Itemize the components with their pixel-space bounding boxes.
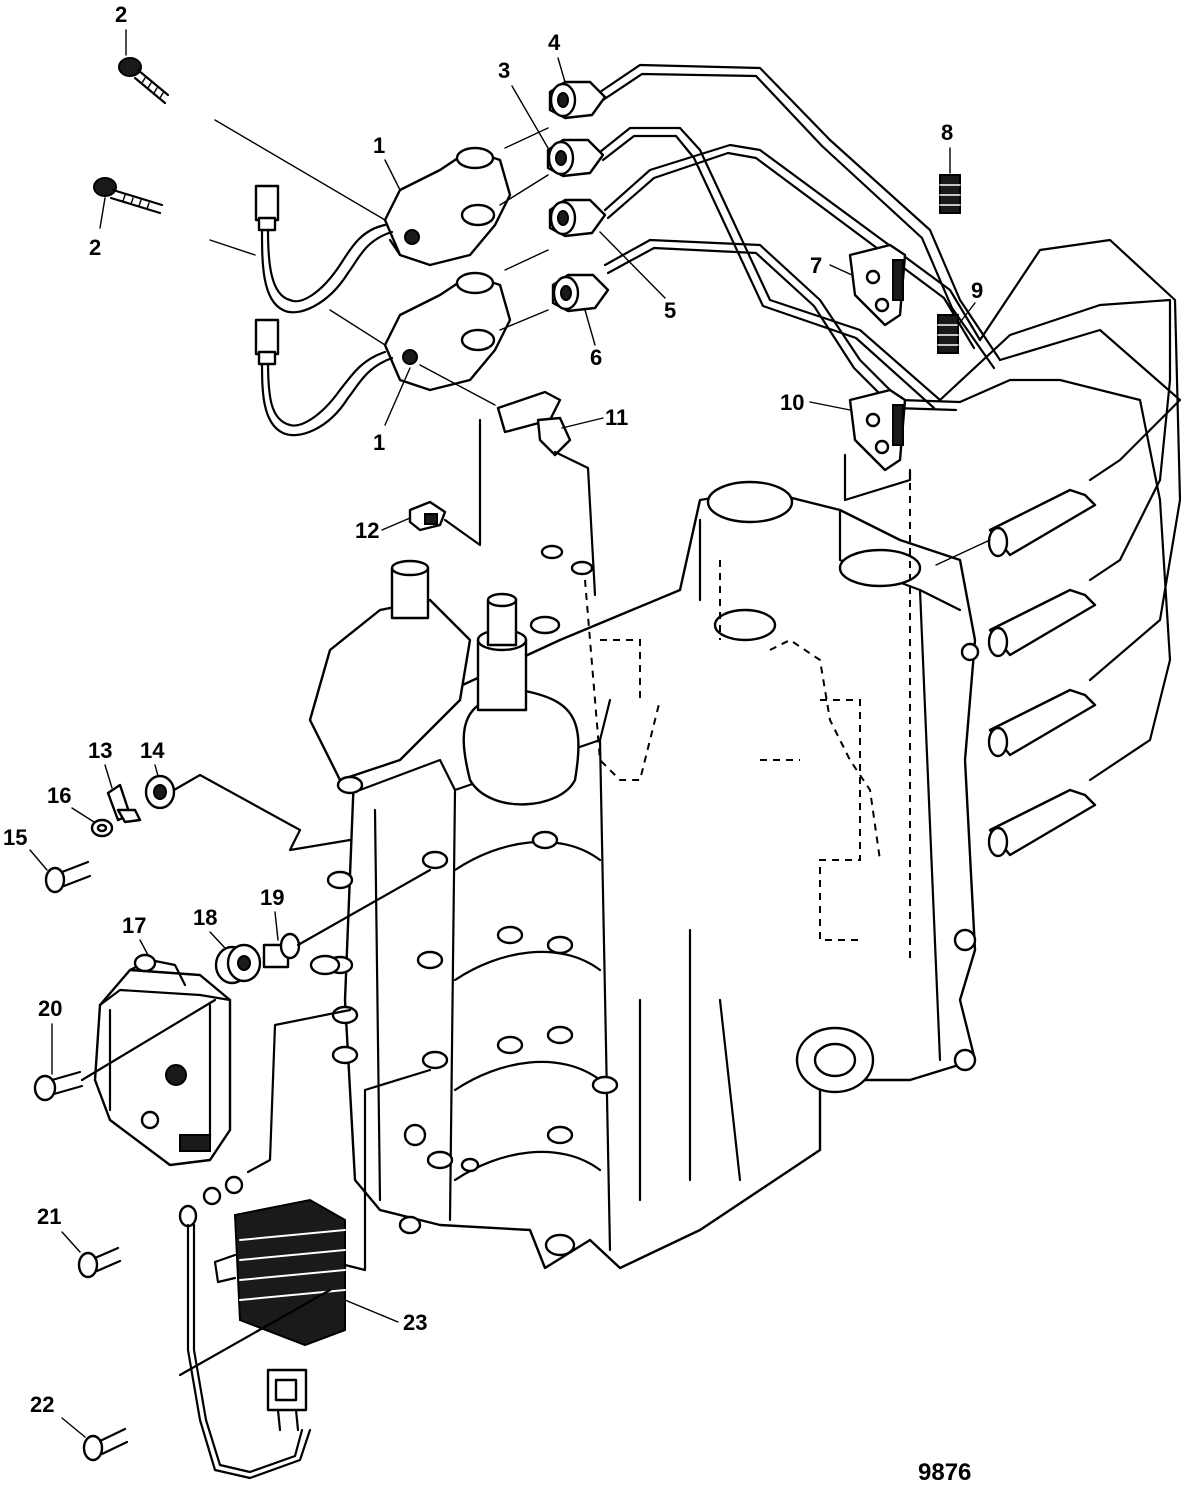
callout-numbers: 2 2 1 1 3 4 5 6 7 8 9 10 11 12 13 14 16 … [3, 2, 983, 1438]
callout-15: 15 [3, 825, 27, 850]
rectifier-21 [178, 1068, 432, 1377]
spark-plug-boot-4 [548, 80, 607, 120]
sensor-19 [262, 868, 432, 969]
callout-4: 4 [548, 30, 561, 55]
callout-3: 3 [498, 58, 510, 83]
screw-lower-2 [93, 177, 164, 215]
callout-2-upper: 2 [115, 2, 127, 27]
screw-22 [77, 1246, 122, 1279]
spark-plug-boot-6 [551, 273, 610, 313]
callout-21: 23 [403, 1310, 427, 1335]
callout-1-upper: 1 [373, 133, 385, 158]
grommet-14 [144, 774, 176, 810]
callout-5: 5 [664, 298, 676, 323]
callout-11: 11 [605, 405, 628, 430]
callout-23: 22 [30, 1392, 54, 1417]
screw-23 [82, 1427, 129, 1462]
callout-8: 8 [941, 120, 953, 145]
clip-12 [408, 418, 482, 547]
lead-clip-8 [939, 174, 961, 214]
callout-16: 16 [47, 783, 71, 808]
callout-6: 6 [590, 345, 602, 370]
cdi-leader [246, 1008, 352, 1174]
callout-19: 19 [260, 885, 284, 910]
grommet-18 [214, 943, 262, 985]
callout-1-lower: 1 [373, 430, 385, 455]
callout-7: 7 [810, 253, 822, 278]
screw-20 [33, 998, 217, 1102]
ignition-coil-lower [383, 271, 512, 392]
harness-connector [266, 1368, 308, 1432]
callout-13: 13 [88, 738, 112, 763]
callout-17: 17 [122, 913, 146, 938]
screw-upper-2 [118, 57, 170, 105]
spark-plug-boot-5 [548, 198, 607, 238]
engine-block [308, 470, 980, 1270]
sensor-bracket-13 [106, 783, 142, 824]
callout-20: 20 [38, 996, 62, 1021]
callout-2-lower: 2 [89, 235, 101, 260]
bracket-11 [496, 390, 597, 597]
sensor-leader [172, 773, 352, 852]
washer-16 [90, 818, 114, 838]
spark-plug-boot-3 [546, 138, 605, 178]
callout-9: 9 [971, 278, 983, 303]
callout-14: 14 [140, 738, 165, 763]
ignition-coil-upper [383, 146, 512, 267]
cdi-module-17 [93, 953, 232, 1167]
leader-lines [209, 119, 991, 566]
callout-10: 10 [780, 390, 804, 415]
screw-15 [44, 860, 92, 894]
coil-harnesses [254, 184, 394, 437]
lead-clip-9 [937, 314, 959, 354]
lead-bracket-7 [848, 243, 907, 327]
spark-plug-caps [987, 488, 1097, 858]
callout-18: 18 [193, 905, 217, 930]
lead-bracket-10 [843, 388, 912, 502]
callout-22: 21 [37, 1204, 61, 1229]
terminals [178, 1175, 312, 1480]
callout-12: 12 [355, 518, 379, 543]
figure-number: 9876 [918, 1459, 971, 1486]
